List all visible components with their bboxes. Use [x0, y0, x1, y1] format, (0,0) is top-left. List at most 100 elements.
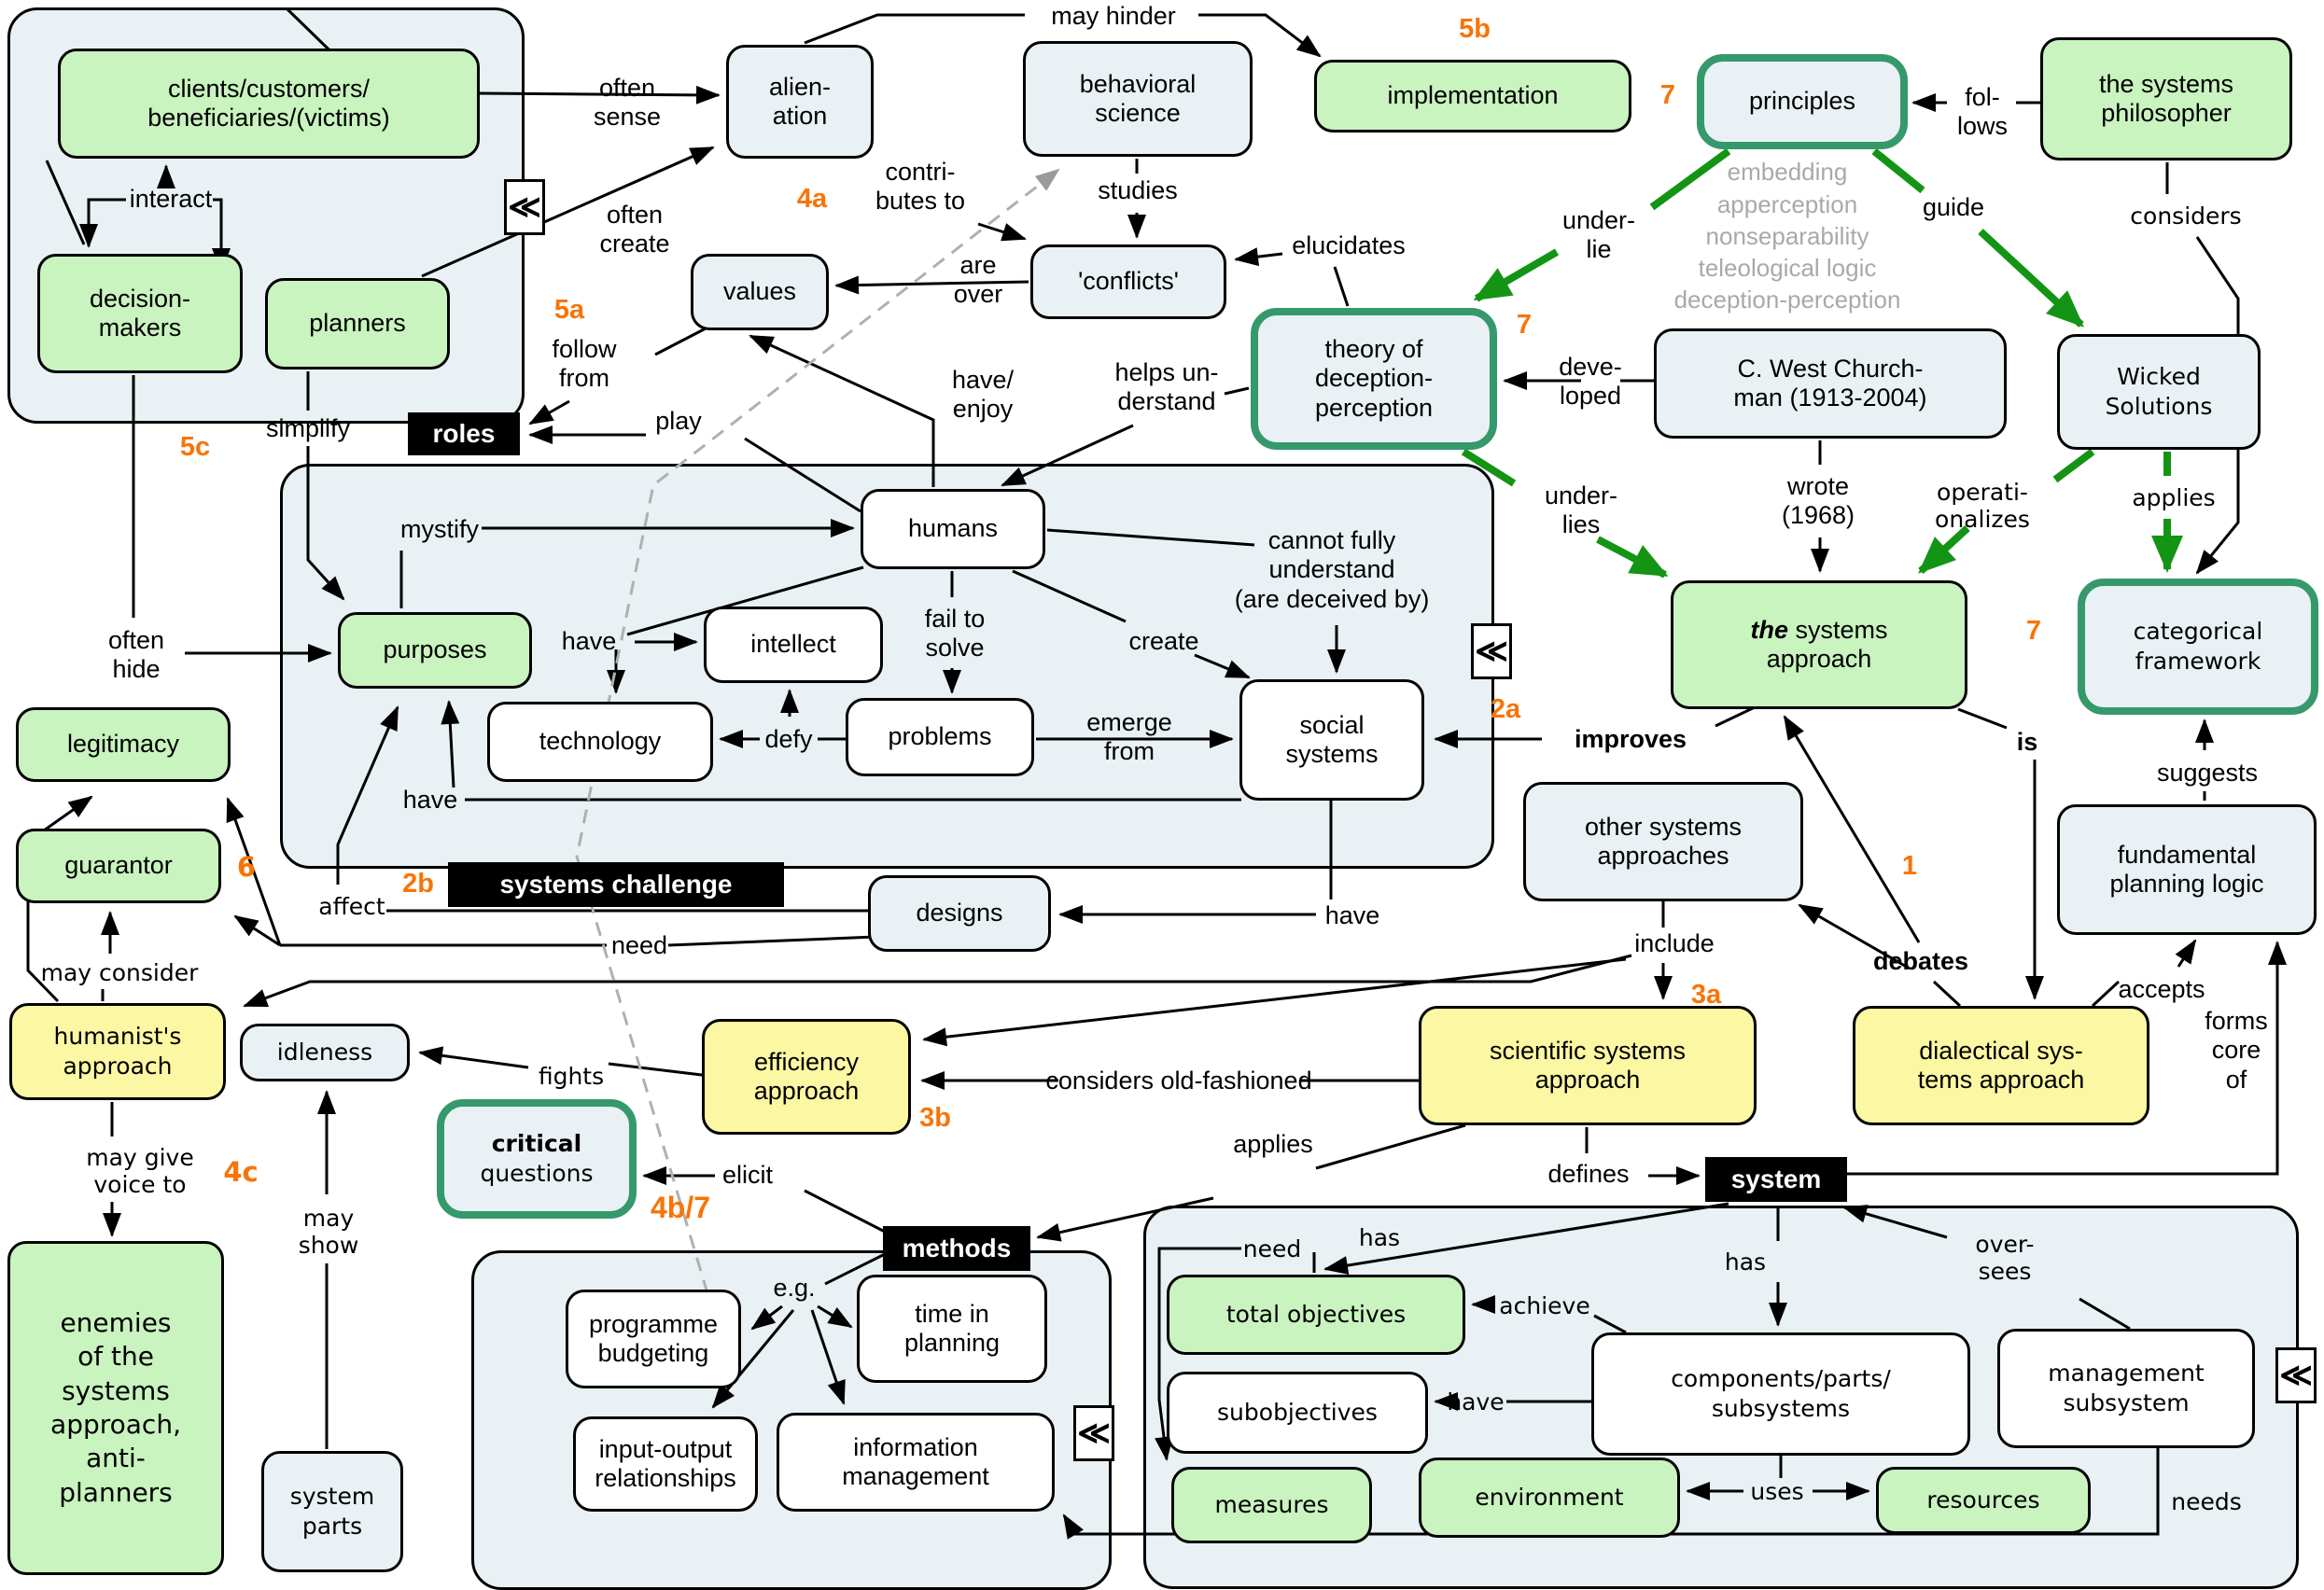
- edge-label-underlie: under- lie: [1561, 205, 1636, 263]
- node-principles: principles: [1697, 54, 1908, 149]
- badge-7-principles: 7: [1659, 80, 1676, 111]
- edge-label-achieve: achieve: [1499, 1291, 1590, 1319]
- edge-label-eg: e.g.: [773, 1274, 816, 1303]
- methods-section-label: methods: [883, 1226, 1030, 1271]
- edge-label-follows: fol- lows: [1956, 82, 2008, 140]
- node-humans: humans: [861, 489, 1045, 569]
- node-theory-deception-perception: theory of deception- perception: [1251, 308, 1497, 450]
- node-other-systems-approaches: other systems approaches: [1523, 782, 1803, 901]
- badge-5b: 5b: [1459, 14, 1491, 45]
- node-decision-makers: decision- makers: [37, 254, 243, 373]
- edge-label-wrote: wrote (1968): [1781, 471, 1855, 529]
- edge-label-have-enjoy: have/ enjoy: [951, 365, 1015, 423]
- badge-7-theory: 7: [1516, 310, 1533, 341]
- edge-label-guide: guide: [1922, 193, 1985, 222]
- node-programme-budgeting: programme budgeting: [566, 1290, 741, 1388]
- edge-label-create: create: [1128, 627, 1199, 656]
- collapse-icon[interactable]: ≪: [2275, 1347, 2317, 1403]
- roles-section-label: roles: [408, 412, 520, 455]
- node-alienation: alien- ation: [726, 45, 874, 159]
- node-system-parts: system parts: [261, 1451, 403, 1572]
- node-clients-customers: clients/customers/ beneficiaries/(victim…: [58, 49, 480, 159]
- node-purposes: purposes: [338, 612, 532, 689]
- edge-label-forms-core-of: forms core of: [2205, 1007, 2268, 1094]
- badge-7-categorical: 7: [2025, 616, 2042, 647]
- node-time-in-planning: time in planning: [857, 1275, 1047, 1383]
- edge-label-mystify: mystify: [400, 515, 479, 544]
- node-the-systems-approach: the systems approach: [1671, 580, 1967, 709]
- badge-6: 6: [236, 851, 257, 884]
- collapse-icon[interactable]: ≪: [1073, 1405, 1114, 1461]
- edge-label-often-sense: often sense: [593, 73, 662, 131]
- edge-label-has-components: has: [1724, 1248, 1767, 1276]
- edge-label-play: play: [655, 407, 702, 436]
- edge-label-fail-to-solve: fail to solve: [924, 604, 986, 662]
- edge-label-accepts: accepts: [2118, 975, 2205, 1004]
- edge-label-uses: uses: [1750, 1477, 1804, 1505]
- edge-label-are-over: are over: [953, 250, 1003, 308]
- node-enemies: enemies of the systems approach, anti- p…: [7, 1241, 224, 1575]
- edge-label-oversees: over- sees: [1975, 1231, 2035, 1285]
- node-conflicts: 'conflicts': [1030, 244, 1226, 319]
- edge-label-improves: improves: [1574, 725, 1687, 754]
- node-social-systems: social systems: [1239, 679, 1424, 801]
- node-values: values: [691, 254, 829, 330]
- edge-label-underlies: under- lies: [1544, 481, 1618, 538]
- edge-label-include: include: [1634, 929, 1715, 958]
- collapse-icon[interactable]: ≪: [1471, 623, 1512, 679]
- node-wicked-solutions: Wicked Solutions: [2057, 334, 2261, 450]
- node-problems: problems: [846, 698, 1034, 776]
- node-humanists-approach: humanist's approach: [9, 1003, 226, 1100]
- edge-label-suggests: suggests: [2156, 759, 2259, 788]
- node-categorical-framework: categorical framework: [2078, 579, 2318, 715]
- edge-label-often-hide: often hide: [107, 625, 165, 683]
- edge-label-is: is: [2016, 728, 2038, 757]
- node-management-subsystem: management subsystem: [1997, 1329, 2255, 1448]
- node-information-management: information management: [777, 1413, 1055, 1512]
- black-edges: [26, 7, 2287, 1540]
- edge-label-affect: affect: [318, 892, 385, 920]
- badge-2a: 2a: [1490, 694, 1521, 725]
- node-legitimacy: legitimacy: [16, 707, 231, 782]
- node-efficiency-approach: efficiency approach: [702, 1019, 911, 1135]
- badge-3a: 3a: [1690, 980, 1722, 1011]
- edge-label-applies-wicked: applies: [2132, 483, 2216, 511]
- badge-4a: 4a: [796, 184, 828, 215]
- node-environment: environment: [1419, 1458, 1680, 1538]
- edge-label-elucidates: elucidates: [1292, 231, 1406, 260]
- edge-label-considers: considers: [2130, 202, 2242, 230]
- node-planners: planners: [265, 278, 450, 370]
- edge-label-emerge-from: emerge from: [1086, 707, 1172, 765]
- edge-label-simplify: simplify: [265, 414, 350, 443]
- node-fundamental-planning-logic: fundamental planning logic: [2057, 804, 2317, 935]
- edge-label-fights: fights: [538, 1062, 605, 1090]
- edge-label-follow-from: follow from: [552, 334, 617, 392]
- tsa-rest: systems approach: [1766, 615, 1888, 673]
- edge-label-helps-understand: helps un- derstand: [1114, 357, 1219, 415]
- node-idleness: idleness: [240, 1024, 410, 1081]
- badge-4c: 4c: [223, 1156, 259, 1189]
- edge-label-interact: interact: [129, 185, 213, 214]
- critical-emphasis: critical: [491, 1129, 582, 1157]
- badge-4b7: 4b/7: [650, 1191, 711, 1225]
- edge-label-applies-ssa: applies: [1233, 1130, 1313, 1159]
- node-intellect: intellect: [704, 607, 883, 683]
- edge-label-may-consider: may consider: [40, 958, 199, 986]
- edge-label-considers-old-fashioned: considers old-fashioned: [1045, 1067, 1312, 1095]
- edge-label-developed: deve- loped: [1559, 352, 1622, 410]
- badge-5c: 5c: [179, 432, 211, 463]
- node-input-output: input-output relationships: [573, 1416, 758, 1512]
- badge-2b: 2b: [402, 869, 434, 900]
- edge-label-defy: defy: [764, 725, 813, 754]
- node-guarantor: guarantor: [16, 829, 221, 903]
- edge-label-may-show: may show: [298, 1205, 359, 1259]
- systems-challenge-section-label: systems challenge: [448, 862, 784, 907]
- edge-label-defines: defines: [1547, 1160, 1630, 1189]
- edge-label-contributes-to: contri- butes to: [875, 157, 966, 215]
- collapse-icon[interactable]: ≪: [504, 179, 545, 235]
- edge-label-need-designs: need: [610, 931, 668, 960]
- edge-label-have-sub: have: [1447, 1388, 1505, 1416]
- node-systems-philosopher: the systems philosopher: [2040, 37, 2292, 160]
